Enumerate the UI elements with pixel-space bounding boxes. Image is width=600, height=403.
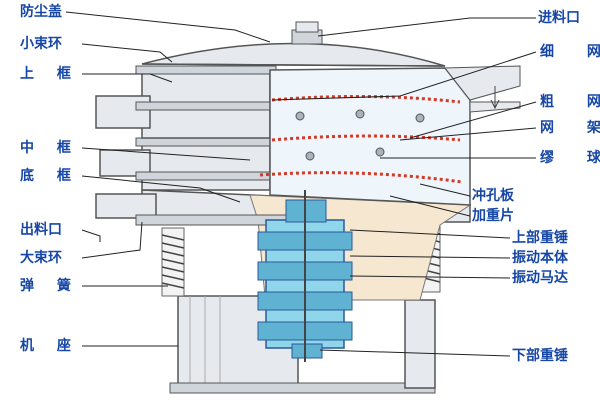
label-feed-inlet: 进料口: [538, 10, 580, 26]
label-mesh-frame: 网 架: [540, 120, 600, 136]
label-upper-frame: 上 框: [20, 66, 80, 82]
upper-frame: [95, 65, 277, 139]
label-vibration-motor: 振动马达: [512, 270, 568, 286]
label-lower-weight: 下部重锤: [512, 348, 568, 364]
label-weight-plate: 加重片: [472, 208, 514, 224]
label-dust-cover: 防尘盖: [20, 4, 62, 20]
label-punched-plate: 冲孔板: [472, 188, 514, 204]
label-bottom-frame: 底 框: [20, 168, 80, 184]
label-vibrating-body: 振动本体: [512, 250, 568, 266]
label-coarse-mesh: 粗 网: [540, 94, 600, 110]
leader-lines: [65, 11, 537, 357]
label-large-clamp-ring: 大束环: [20, 250, 62, 266]
dust-cover: [141, 21, 446, 67]
label-fine-mesh: 细 网: [540, 44, 600, 60]
label-small-clamp-ring: 小束环: [20, 36, 62, 52]
label-upper-weight: 上部重锤: [512, 230, 568, 246]
label-machine-base: 机 座: [20, 338, 80, 354]
label-discharge-port: 出料口: [20, 222, 62, 238]
spring-left: [161, 227, 185, 297]
label-spring: 弹 簧: [20, 278, 80, 294]
label-bouncing-balls: 缪 球: [540, 150, 600, 166]
middle-frame: [99, 137, 277, 191]
vibration-motor: [257, 190, 353, 362]
label-middle-frame: 中 框: [20, 140, 80, 156]
